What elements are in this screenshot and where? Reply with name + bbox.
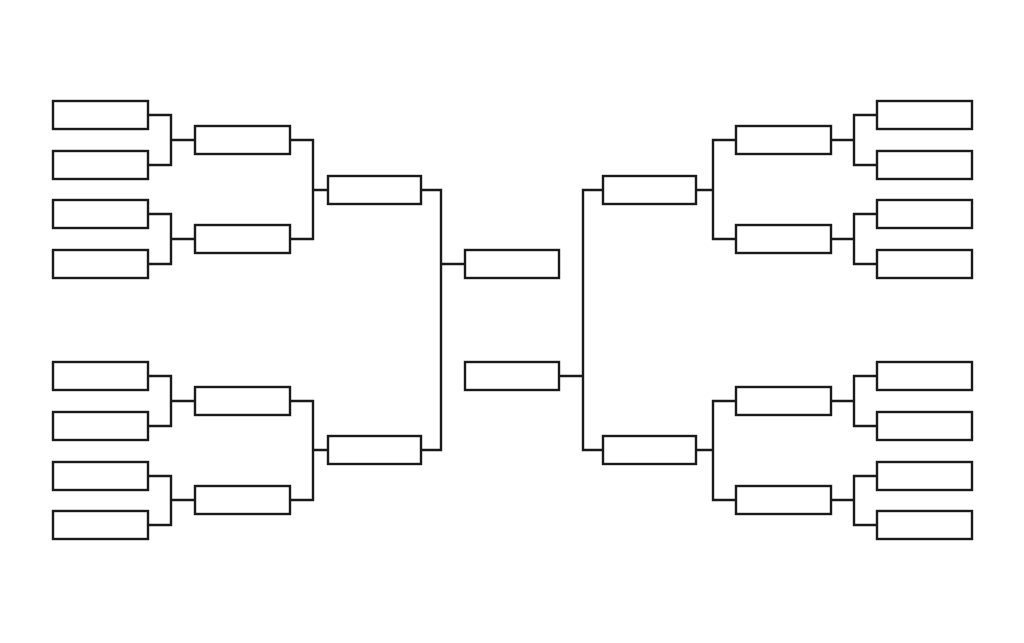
right-round2-slot-2 [734,223,833,255]
left-round2-slot-2 [193,223,292,255]
left-round1-slot-4 [51,248,150,280]
left-round1-slot-2 [51,149,150,181]
final-slot-2 [463,360,561,392]
left-round1-slot-5 [51,360,150,392]
right-round2-slot-1-box [734,124,833,156]
bracket-connectors [148,113,877,527]
final-slot-1 [463,248,561,280]
left-round1-slot-3-box [51,198,150,230]
right-round1-slot-2 [875,149,974,181]
left-round1-connector-3 [148,374,195,428]
right-final-connector [559,188,603,452]
left-round1-slot-8 [51,509,150,541]
right-round2-slot-2-box [734,223,833,255]
left-round2-slot-1-box [193,124,292,156]
right-round2-slot-3-box [734,385,833,417]
left-round3-slot-1 [326,174,423,206]
left-round3-slot-2-box [326,434,423,466]
left-round1-slot-6 [51,410,150,442]
right-round1-connector-3 [831,374,877,428]
left-round2-slot-4 [193,484,292,516]
right-round3-slot-1-box [601,174,698,206]
left-round1-slot-7 [51,460,150,492]
right-round1-slot-8 [875,509,974,541]
final-slot-1-box [463,248,561,280]
right-round1-slot-8-box [875,509,974,541]
right-round1-slot-7 [875,460,974,492]
right-round1-slot-6-box [875,410,974,442]
left-round1-slot-4-box [51,248,150,280]
right-round2-slot-4 [734,484,833,516]
left-round1-slot-1 [51,99,150,131]
right-round1-slot-5 [875,360,974,392]
left-round1-slot-1-box [51,99,150,131]
right-round1-slot-1-box [875,99,974,131]
left-round2-connector-1 [290,138,328,241]
left-final-connector [421,188,465,452]
left-round3-slot-2 [326,434,423,466]
left-round2-slot-1 [193,124,292,156]
left-round1-slot-3 [51,198,150,230]
right-round1-connector-1 [831,113,877,167]
right-round2-slot-4-box [734,484,833,516]
left-round1-connector-4 [148,474,195,527]
left-round2-connector-2 [290,399,328,502]
right-round1-slot-4-box [875,248,974,280]
right-round1-slot-1 [875,99,974,131]
left-round1-slot-5-box [51,360,150,392]
left-round1-slot-8-box [51,509,150,541]
right-round1-slot-6 [875,410,974,442]
bracket-slots [51,99,974,541]
right-round1-slot-2-box [875,149,974,181]
right-round3-slot-2 [601,434,698,466]
left-round3-slot-1-box [326,174,423,206]
right-round2-connector-2 [696,399,736,502]
left-round2-slot-3 [193,385,292,417]
right-round1-slot-5-box [875,360,974,392]
right-round2-connector-1 [696,138,736,241]
right-round1-slot-3-box [875,198,974,230]
right-round3-slot-1 [601,174,698,206]
left-round1-slot-6-box [51,410,150,442]
right-round1-slot-3 [875,198,974,230]
right-round1-connector-2 [831,212,877,266]
right-round2-slot-3 [734,385,833,417]
right-round2-slot-1 [734,124,833,156]
left-round2-slot-3-box [193,385,292,417]
right-round1-slot-7-box [875,460,974,492]
left-round2-slot-4-box [193,484,292,516]
right-round3-slot-2-box [601,434,698,466]
right-round1-connector-4 [831,474,877,527]
final-slot-2-box [463,360,561,392]
left-round2-slot-2-box [193,223,292,255]
left-round1-slot-2-box [51,149,150,181]
left-round1-connector-2 [148,212,195,266]
right-round1-slot-4 [875,248,974,280]
left-round1-slot-7-box [51,460,150,492]
left-round1-connector-1 [148,113,195,167]
